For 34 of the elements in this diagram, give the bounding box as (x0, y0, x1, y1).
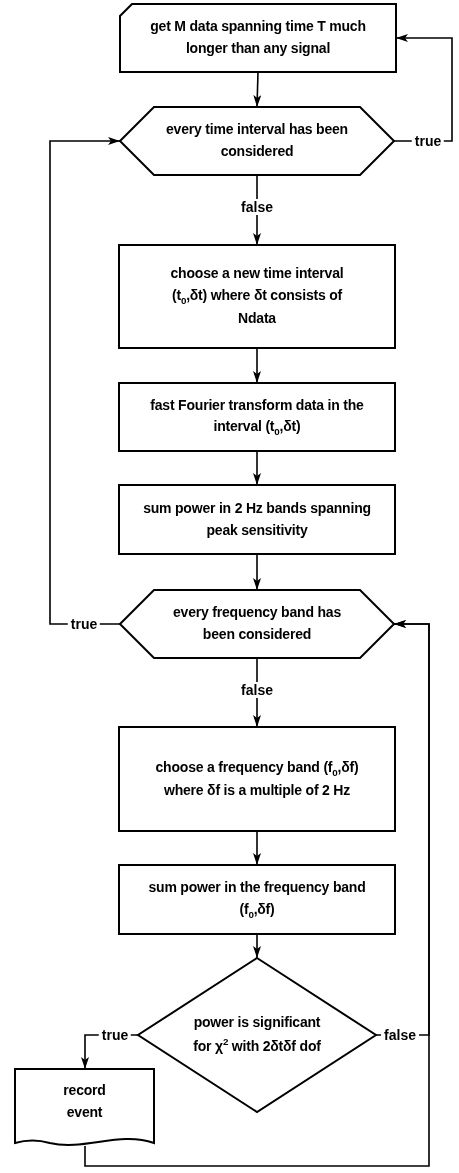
edge-label: true (67, 616, 101, 632)
process-box (119, 485, 395, 554)
edge-label: false (381, 1027, 419, 1043)
arrow (253, 933, 261, 959)
loop-hexagon (120, 107, 394, 175)
step-text: fast Fourier transform data in the interval (t$_{0}$,δt) (149, 395, 365, 440)
arrow (253, 553, 261, 591)
decision-diamond (138, 958, 376, 1112)
arrow (253, 830, 261, 866)
arrow (253, 347, 261, 384)
edge-label: false (238, 199, 276, 215)
input-box (120, 4, 396, 72)
arrow (253, 71, 262, 108)
process-box (119, 865, 395, 934)
step-text: power is significant for χ$^{2}$ with 2δtδf dof (193, 1013, 321, 1056)
step-text: sum power in 2 Hz bands spanning peak sensitivity (142, 498, 372, 540)
step-text: get M data spanning time T much longer than any signal (149, 17, 367, 58)
edge-label: true (411, 133, 445, 149)
loop-hexagon (120, 590, 394, 658)
arrow (49, 137, 121, 625)
edge-label: true (98, 1027, 132, 1043)
step-text: choose a frequency band (f$_{0}$,δf) where δf is a multiple of 2 Hz (154, 757, 360, 800)
document-box (15, 1069, 154, 1149)
arrow (253, 450, 261, 486)
edge-label: false (238, 681, 276, 698)
step-text: record event (62, 1081, 107, 1122)
step-text: sum power in the frequency band (f$_{0}$,δf) (147, 878, 367, 922)
process-box (119, 245, 395, 348)
arrow (84, 620, 430, 1167)
step-text: every time interval has been considered (165, 120, 349, 161)
step-text: every frequency band has been considered (172, 603, 342, 644)
step-text: choose a new time interval (t$_{0}$,δt) where δt consists of Ndata (169, 264, 345, 328)
process-box (119, 727, 395, 831)
process-box (119, 383, 395, 451)
